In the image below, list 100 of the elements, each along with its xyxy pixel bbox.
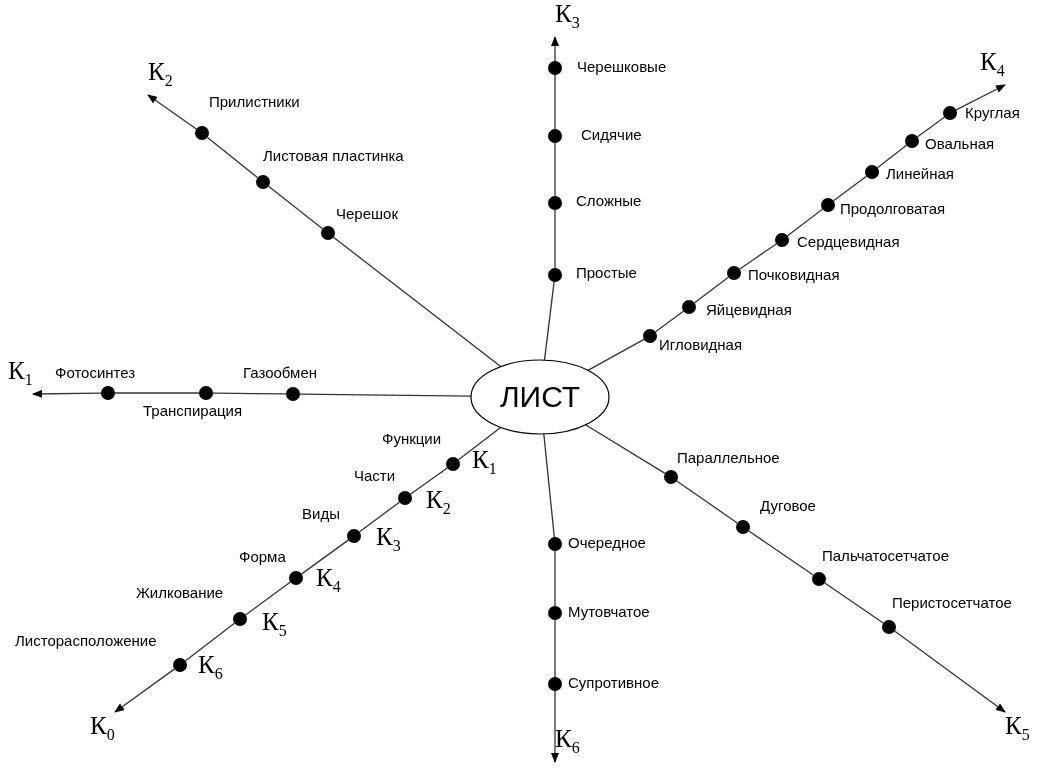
dot-label: Фотосинтез [55,364,136,382]
line [676,480,738,524]
dot-label: Почковидная [748,266,840,284]
dot [821,198,835,212]
line [916,116,946,138]
dot-label: Сложные [576,192,642,210]
index-label: К$_{5}$ [262,608,287,641]
dot [682,300,696,314]
axis-label: К$_{4}$ [980,48,1005,85]
arrow [114,668,175,713]
dot-label: Функции [382,430,442,448]
line [876,144,908,169]
line [358,501,401,533]
line [554,74,556,130]
dot-label: Сердцевидная [797,233,900,251]
line [410,467,448,495]
line [206,136,259,179]
dot-label: Линейная [886,165,954,183]
dot-label: Листорасположение [15,632,157,650]
axis-label: К$_{3}$ [555,0,580,37]
dot [548,196,562,210]
dot-label: Перистосетчатое [892,594,1012,612]
arrow [955,84,1006,111]
axis-label: К$_{5}$ [1005,712,1030,749]
dot [321,226,335,240]
dot [775,233,789,247]
line [114,392,200,394]
dot [398,491,412,505]
index-label: К$_{2}$ [426,486,451,519]
ellipse-node [470,359,610,435]
dot-label: Параллельное [677,449,780,467]
arrow [147,94,197,130]
line [748,530,814,576]
dot-label: Части [354,467,396,485]
axis-label: К$_{1}$ [8,357,33,394]
dot [101,386,115,400]
dot [446,457,460,471]
line [554,209,556,269]
line [184,622,236,662]
dot-label: Транспирация [143,402,243,420]
index-label: К$_{6}$ [198,651,223,684]
dot [548,61,562,75]
line [543,281,555,361]
dot [289,571,303,585]
dot-label: Круглая [965,104,1020,122]
dot [548,537,562,551]
dot [233,612,247,626]
dot [548,677,562,691]
line [693,276,730,304]
dot-label: Сидячие [581,126,642,144]
line [299,393,472,397]
line [584,424,666,475]
dot [195,126,209,140]
line [332,236,502,368]
dot-label: Прилистники [209,93,300,111]
dot [286,387,300,401]
index-label: К$_{1}$ [472,446,497,479]
line [267,185,324,230]
line [739,243,777,270]
dot-label: Форма [239,548,286,566]
dot [664,470,678,484]
dot-label: Газообмен [243,364,318,382]
line [824,582,884,624]
axis-label: К$_{6}$ [555,725,580,762]
dot [812,572,826,586]
dot [548,129,562,143]
arrow [551,36,559,62]
dot [643,329,657,343]
arrow [551,690,559,763]
dot-label: Игловидная [659,336,743,354]
dot-label: Черешковые [577,58,667,76]
dot-label: Черешок [336,205,398,223]
line [457,426,502,461]
dot-label: Супротивное [568,674,659,692]
line [244,581,292,616]
dot [548,606,562,620]
line [212,392,287,395]
dot [865,165,879,179]
arrow [893,630,1006,713]
line [587,338,645,372]
node-label: ЛИСТ [498,379,582,415]
dot [173,658,187,672]
dot-label: Овальная [925,135,995,153]
dot-label: Мутовчатое [568,603,650,621]
line [654,310,685,333]
dot [256,175,270,189]
line [554,142,556,197]
dot-label: Жилкование [136,584,224,602]
dot [905,134,919,148]
dot-label: Пальчатосетчатое [822,547,949,565]
axis-label: К$_{2}$ [148,58,173,95]
arrow [32,389,102,398]
line [554,550,556,607]
line [543,433,555,538]
dot-label: Дуговое [760,497,816,515]
line [832,175,868,202]
dot-label: Листовая пластинка [263,147,404,165]
dot-label: Виды [302,505,340,523]
dot [199,386,213,400]
dot [727,266,741,280]
